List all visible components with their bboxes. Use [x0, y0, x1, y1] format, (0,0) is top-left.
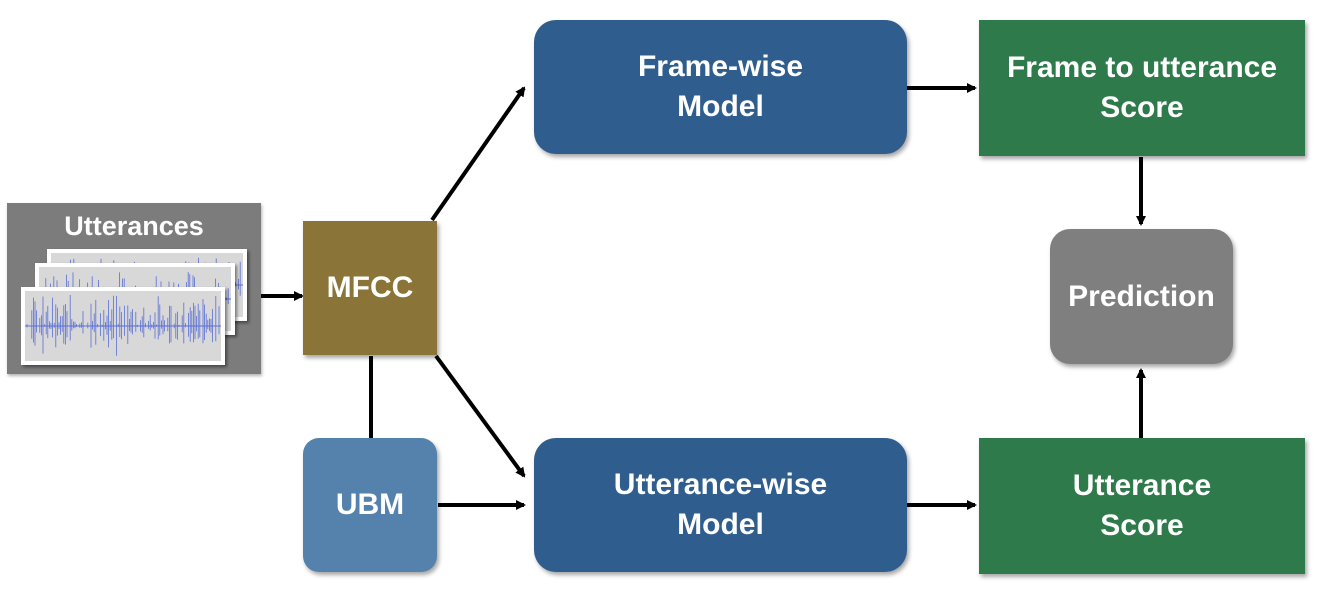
- arrow-mfcc-to-frame-model: [430, 86, 526, 222]
- utterances-label: Utterances: [64, 211, 204, 241]
- frame-wise-model-label: Frame-wise Model: [637, 50, 804, 123]
- frame-wise-model-node: Frame-wise Model: [534, 20, 907, 154]
- prediction-node: Prediction: [1050, 229, 1233, 364]
- mfcc-label: MFCC: [326, 271, 414, 304]
- prediction-label: Prediction: [1068, 279, 1215, 313]
- frame-to-utterance-score-label: Frame to utterance Score: [1006, 51, 1278, 124]
- frame-to-utterance-score-node: Frame to utterance Score: [979, 20, 1305, 156]
- arrow-mfcc-to-utterance-model: [434, 354, 526, 478]
- ubm-node: UBM: [303, 438, 437, 572]
- mfcc-node: MFCC: [303, 221, 437, 355]
- ubm-label: UBM: [335, 488, 405, 521]
- waveform-icon: [25, 295, 221, 356]
- waveform-card-front: [21, 287, 225, 365]
- utterances-node: Utterances: [7, 203, 261, 374]
- utterance-wise-model-node: Utterance-wise Model: [534, 438, 907, 572]
- utterance-score-node: Utterance Score: [979, 438, 1305, 574]
- utterance-wise-model-label: Utterance-wise Model: [613, 468, 828, 541]
- utterance-score-label: Utterance Score: [1072, 469, 1212, 542]
